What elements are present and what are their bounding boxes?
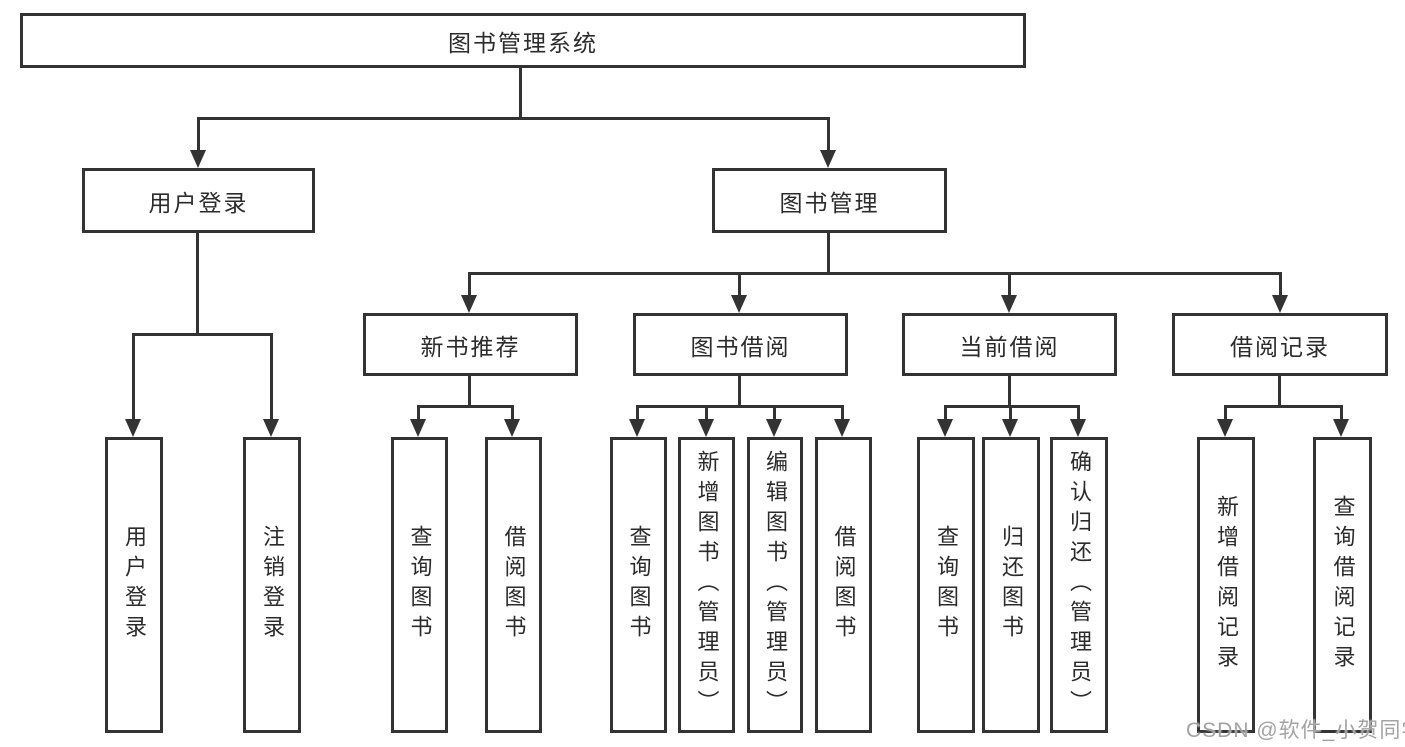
connector-stem-user-login — [196, 233, 199, 334]
arrowhead-down-icon — [731, 295, 747, 313]
connector-leg — [827, 118, 830, 151]
node-book-borrow: 图书借阅 — [633, 313, 848, 376]
connector-leg — [132, 334, 135, 420]
leaf-add-borrow-record: 新增借阅记录 — [1197, 437, 1255, 733]
arrowhead-down-icon — [410, 419, 426, 437]
leaf-return-books: 归还图书 — [982, 437, 1040, 733]
connector-leg — [1009, 406, 1012, 420]
connector-leg — [705, 406, 708, 420]
connector-stem-book-borrow — [738, 376, 741, 406]
connector-leg — [1279, 273, 1282, 296]
leaf-add-book-admin: 新增图书（管理员） — [678, 437, 735, 733]
connector-rail-user-login — [132, 333, 273, 336]
arrowhead-down-icon — [937, 419, 953, 437]
node-borrow-records: 借阅记录 — [1172, 313, 1388, 376]
arrowhead-down-icon — [1002, 419, 1018, 437]
node-root: 图书管理系统 — [20, 13, 1026, 68]
node-book-management: 图书管理 — [712, 168, 947, 233]
arrowhead-down-icon — [766, 419, 782, 437]
arrowhead-down-icon — [1217, 419, 1233, 437]
leaf-query-borrow-record: 查询借阅记录 — [1313, 437, 1372, 733]
connector-stem-borrow-records — [1278, 376, 1281, 406]
connector-rail-current-borrow — [944, 405, 1080, 408]
connector-stem-current-borrow — [1008, 376, 1011, 406]
connector-leg — [773, 406, 776, 420]
connector-stem-book-management — [827, 233, 830, 273]
connector-rail-new-book — [417, 405, 514, 408]
leaf-confirm-return-admin: 确认归还（管理员） — [1050, 437, 1108, 733]
connector-leg — [738, 273, 741, 296]
arrowhead-down-icon — [834, 419, 850, 437]
arrowhead-down-icon — [1333, 419, 1349, 437]
connector-rail-level3 — [468, 272, 1282, 275]
node-new-book-recommend: 新书推荐 — [363, 313, 578, 376]
arrowhead-down-icon — [504, 419, 520, 437]
connector-leg — [468, 273, 471, 296]
arrowhead-down-icon — [125, 419, 141, 437]
arrowhead-down-icon — [1272, 295, 1288, 313]
connector-leg — [944, 406, 947, 420]
node-current-borrow: 当前借阅 — [902, 313, 1117, 376]
connector-stem-root — [519, 68, 522, 118]
arrowhead-down-icon — [263, 419, 279, 437]
node-user-login: 用户登录 — [82, 168, 315, 233]
csdn-watermark: CSDN @软件_小贺同学 — [1186, 719, 1405, 742]
leaf-borrow-books: 借阅图书 — [815, 437, 872, 733]
leaf-logout: 注销登录 — [243, 437, 301, 733]
connector-leg — [1224, 406, 1227, 420]
connector-leg — [1340, 406, 1343, 420]
leaf-query-books-current: 查询图书 — [917, 437, 975, 733]
connector-leg — [197, 118, 200, 151]
connector-rail-borrow-records — [1224, 405, 1343, 408]
connector-rail-level2 — [197, 117, 830, 120]
connector-leg — [270, 334, 273, 420]
leaf-user-login: 用户登录 — [105, 437, 163, 733]
connector-leg — [1077, 406, 1080, 420]
connector-leg — [1008, 273, 1011, 296]
arrowhead-down-icon — [1070, 419, 1086, 437]
leaf-edit-book-admin: 编辑图书（管理员） — [747, 437, 803, 733]
connector-leg — [511, 406, 514, 420]
arrowhead-down-icon — [629, 419, 645, 437]
leaf-query-books-recommend: 查询图书 — [391, 437, 448, 733]
connector-leg — [636, 406, 639, 420]
arrowhead-down-icon — [820, 150, 836, 168]
connector-leg — [417, 406, 420, 420]
connector-leg — [841, 406, 844, 420]
arrowhead-down-icon — [461, 295, 477, 313]
arrowhead-down-icon — [1001, 295, 1017, 313]
leaf-borrow-books-recommend: 借阅图书 — [485, 437, 542, 733]
connector-stem-new-book — [468, 376, 471, 406]
leaf-query-books-borrow: 查询图书 — [610, 437, 667, 733]
arrowhead-down-icon — [698, 419, 714, 437]
arrowhead-down-icon — [190, 150, 206, 168]
connector-rail-book-borrow — [636, 405, 844, 408]
